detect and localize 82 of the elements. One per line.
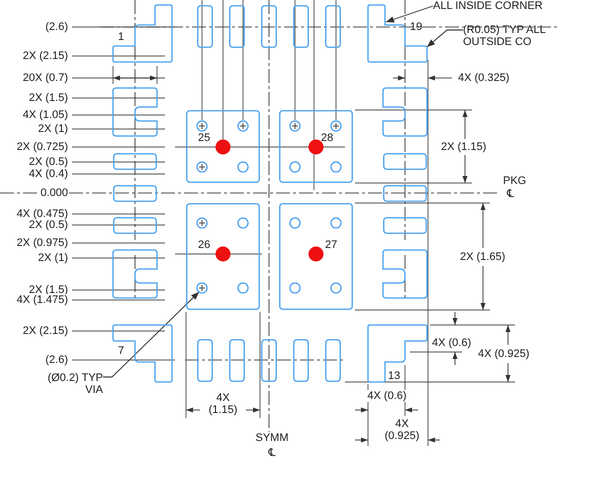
dimension-label: (2.6) [45, 354, 68, 366]
land-pad [325, 5, 341, 48]
land-pad [383, 217, 427, 234]
land-pad [113, 88, 157, 136]
pin-number: 28 [321, 132, 334, 144]
note-text: (Ø0.2) TYP VIA [28, 372, 103, 398]
dimension-label: 4X (1.475) [16, 294, 68, 306]
dimension-label: 4X (0.925) [478, 348, 530, 360]
land-pad [368, 5, 427, 62]
dimension-label: 4X (1.05) [22, 109, 68, 121]
dimension-label: 20X (0.7) [22, 72, 68, 84]
dimension-label: 4X (0.6) [367, 390, 407, 402]
dimension-label: 2X (0.975) [16, 237, 68, 249]
dimension-label: 2X (1) [38, 123, 68, 135]
dimension-label: 2X (1.15) [441, 141, 486, 153]
centerline-symbol: ℄ [507, 188, 514, 200]
dimension-label: 4X (0.325) [458, 72, 510, 84]
thermal-pad [279, 203, 353, 310]
note-text: (R0.05) TYP ALL OUTSIDE CO [463, 24, 575, 50]
dimension-label: 2X (1) [38, 252, 68, 264]
land-pad [197, 339, 213, 382]
dimension-label: (2.6) [45, 21, 68, 33]
via-circle [237, 217, 249, 229]
land-pad [383, 153, 427, 170]
dimension-label: 2X (0.725) [16, 141, 68, 153]
pin-number: 19 [410, 21, 422, 33]
via-circle [289, 161, 301, 173]
via-circle [330, 282, 342, 294]
dimension-label: 2X (1.5) [28, 92, 68, 104]
note-text: ALL INSIDE CORNER [433, 0, 545, 12]
dimension-label: 4X (0.4) [28, 168, 68, 180]
via-circle [237, 161, 249, 173]
land-pad [293, 339, 309, 382]
pin-number: 25 [198, 132, 210, 144]
land-pad [383, 250, 427, 298]
pin-number: 7 [118, 345, 124, 357]
via-circle [289, 217, 301, 229]
dimension-label: 2X (0.5) [28, 219, 68, 231]
land-pad [113, 153, 157, 170]
land-pad [293, 5, 309, 48]
land-pad [113, 185, 157, 202]
pin-number: 13 [388, 370, 400, 382]
dimension-label: 2X (2.15) [22, 50, 68, 62]
land-pad [261, 5, 277, 48]
dimension-label: 4X (0.475) [16, 208, 68, 220]
land-pad [368, 325, 427, 382]
via-marker [237, 120, 249, 132]
pin-number: 1 [118, 31, 124, 43]
via-marker [196, 120, 208, 132]
via-circle [237, 282, 249, 294]
via-circle [289, 282, 301, 294]
land-pad [113, 325, 172, 382]
thermal-pad [186, 203, 260, 310]
leader-line [102, 292, 200, 378]
via-circle [330, 217, 342, 229]
dimension-label: 2X (0.5) [28, 156, 68, 168]
via-circle [330, 161, 342, 173]
land-pad [383, 185, 427, 202]
dimension-label: 0.000 [40, 187, 68, 199]
land-pad [113, 250, 157, 298]
land-pad [229, 339, 245, 382]
land-pad [113, 217, 157, 234]
via-marker [196, 217, 208, 229]
via-marker [196, 161, 208, 173]
land-pad [383, 88, 427, 136]
via-marker [330, 120, 342, 132]
via-marker [196, 282, 208, 294]
leader-line [426, 30, 464, 48]
leader-line [386, 6, 434, 22]
land-pad [325, 339, 341, 382]
dimension-label: PKG [503, 175, 526, 187]
pin-number: 27 [325, 239, 338, 251]
pin-number: 26 [198, 239, 210, 251]
land-pad [113, 5, 172, 62]
land-pad [229, 5, 245, 48]
land-pad [197, 5, 213, 48]
dimension-label: 2X (1.65) [460, 251, 506, 263]
thermal-pad [279, 110, 353, 183]
thermal-pad [186, 110, 260, 183]
dimension-label: 2X (2.15) [22, 325, 68, 337]
via-marker [289, 120, 301, 132]
land-pad [261, 339, 277, 382]
